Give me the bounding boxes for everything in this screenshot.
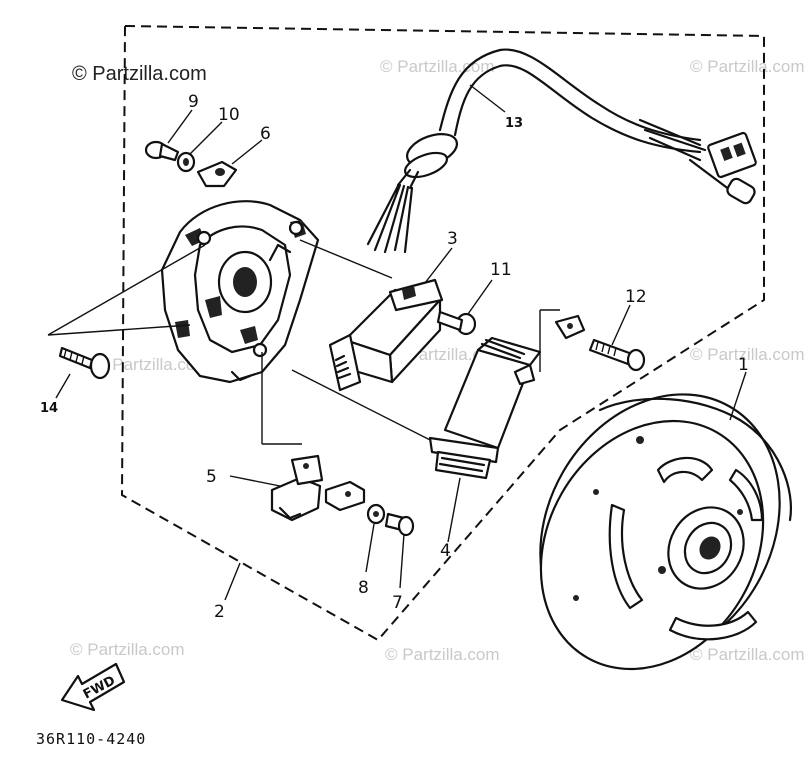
screw-11 (436, 310, 477, 336)
watermark-text: © Partzilla.com (70, 640, 185, 659)
washer-10 (176, 151, 196, 173)
watermark-text: © Partzilla.com (690, 57, 805, 76)
stator-assembly-outline (120, 25, 765, 642)
pickup-coil-5 (270, 454, 324, 522)
watermark-text: © Partzilla.com (380, 57, 495, 76)
callout-10: 10 (218, 105, 240, 125)
callout-12: 12 (625, 287, 647, 307)
callout-5: 5 (206, 467, 217, 487)
callout-3: 3 (447, 229, 458, 249)
callout-8: 8 (358, 578, 369, 598)
fwd-direction-arrow: FWD (60, 662, 126, 712)
watermark-text: © Partzilla.com (690, 345, 805, 364)
coil-3 (328, 278, 444, 392)
callout-13: 13 (505, 116, 523, 131)
callout-6: 6 (260, 124, 271, 144)
bracket (324, 480, 366, 512)
callout-4: 4 (440, 541, 451, 561)
callout-2: 2 (214, 602, 225, 622)
callout-1: 1 (738, 355, 749, 375)
callout-11: 11 (490, 260, 512, 280)
clamp-6 (196, 160, 238, 188)
watermark-text: © Partzilla.com (690, 645, 805, 664)
callout-7: 7 (392, 593, 403, 613)
watermark-text: © Partzilla.com (385, 645, 500, 664)
screw-9 (144, 140, 180, 162)
screw-12 (588, 338, 646, 372)
screw-14 (58, 346, 111, 380)
flywheel-rotor (539, 393, 792, 671)
copyright-text: © Partzilla.com (72, 63, 207, 85)
screw-7 (384, 512, 415, 537)
washer-8 (366, 503, 386, 525)
stator-base-plate (160, 200, 320, 384)
clamp-plate (554, 314, 586, 340)
diagram-reference-code: 36R110-4240 (36, 730, 146, 748)
wire-harness (366, 48, 757, 254)
callout-14: 14 (40, 401, 58, 416)
callout-9: 9 (188, 92, 199, 112)
